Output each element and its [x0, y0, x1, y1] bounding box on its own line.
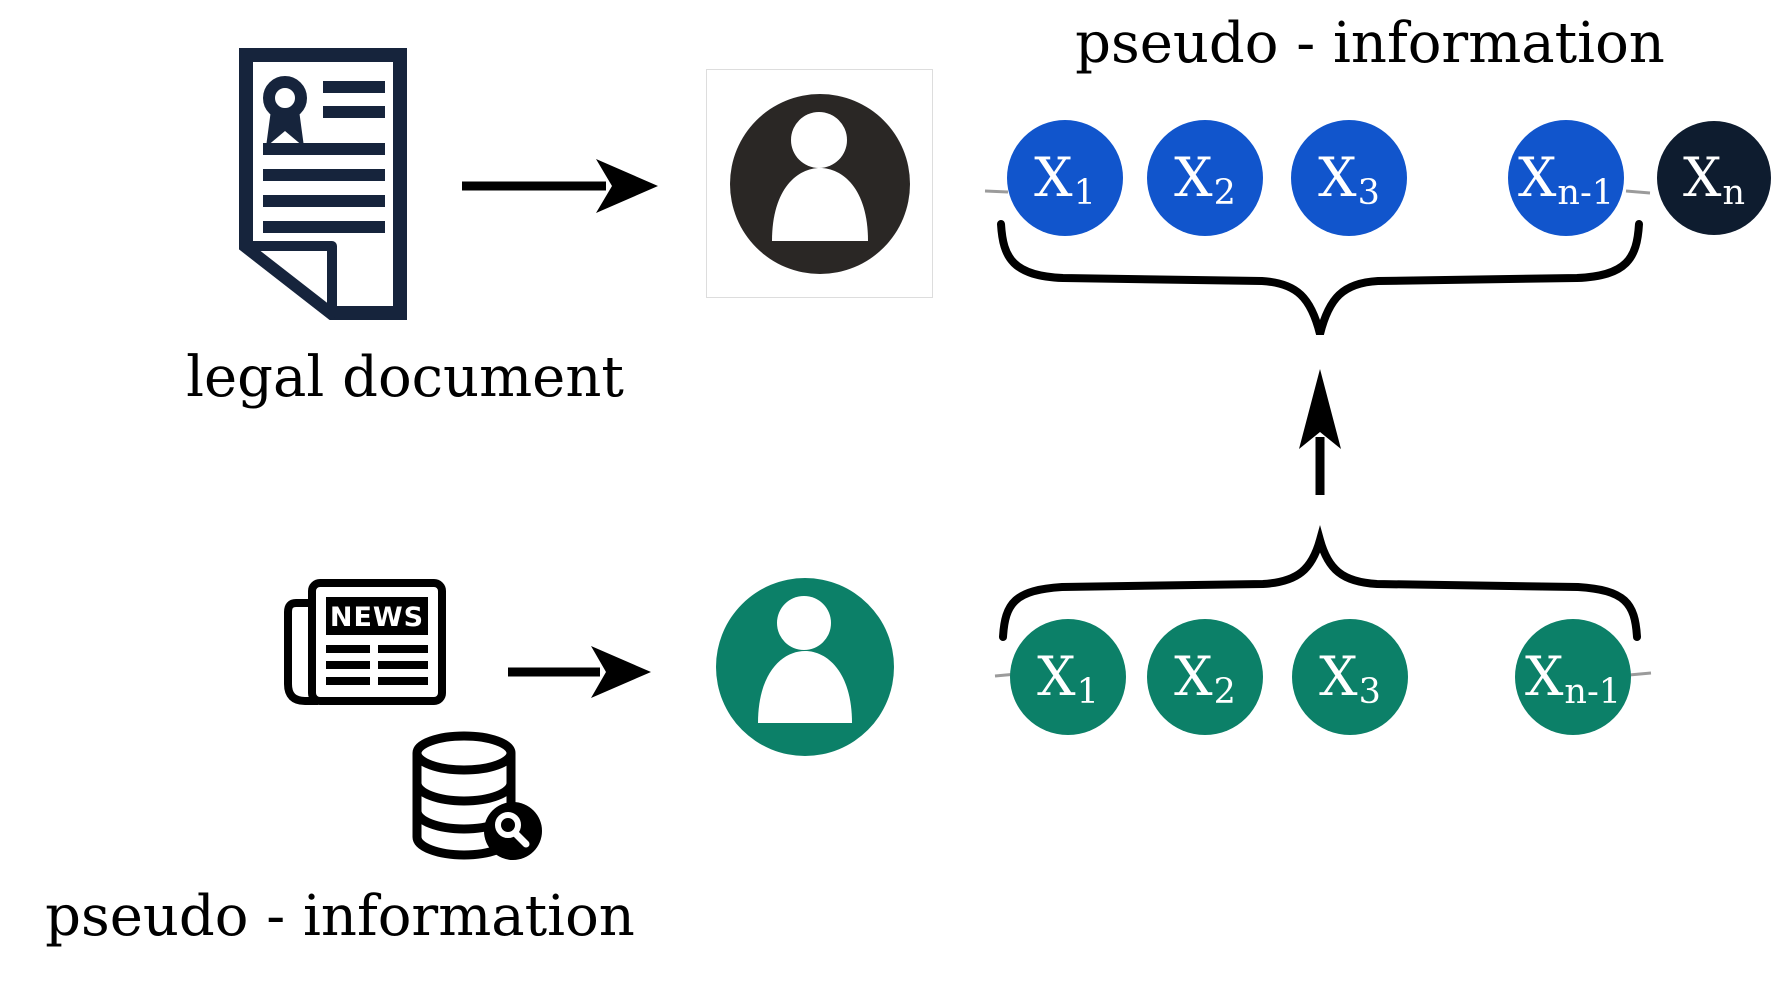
node-subscript: 3 — [1358, 671, 1381, 712]
node-subscript: 2 — [1213, 671, 1236, 712]
user-avatar-dark-icon — [706, 69, 933, 298]
newspaper-icon: NEWS — [284, 579, 446, 705]
overbrace — [999, 524, 1641, 641]
node-subscript: n-1 — [1557, 172, 1615, 213]
node-base: X — [1517, 146, 1557, 209]
node-base: X — [1034, 146, 1073, 209]
user-avatar-green-icon — [716, 578, 894, 756]
node-base: X — [1037, 645, 1076, 708]
ellipsis-dash — [1625, 189, 1651, 195]
legal-document-icon — [239, 48, 407, 320]
node-subscript: n — [1722, 172, 1745, 213]
news-headline: NEWS — [330, 602, 424, 633]
node-base: X — [1174, 645, 1213, 708]
ellipsis-dash — [1628, 671, 1652, 677]
node-subscript: n-1 — [1564, 671, 1622, 712]
node-base: X — [1174, 146, 1213, 209]
legal-document-label: legal document — [186, 345, 624, 410]
pseudo-information-title: pseudo - information — [1075, 11, 1665, 76]
node-subscript: 3 — [1357, 172, 1380, 213]
node-subscript: 2 — [1213, 172, 1236, 213]
database-search-icon — [412, 731, 542, 860]
person-silhouette — [730, 94, 910, 274]
node-subscript: 1 — [1076, 671, 1099, 712]
pseudo-information-label: pseudo - information — [45, 884, 635, 949]
node-base: X — [1318, 146, 1357, 209]
ellipsis-dash — [984, 189, 1009, 194]
underbrace — [997, 220, 1643, 335]
node-base: X — [1683, 146, 1722, 209]
arrow-right-icon — [462, 159, 658, 213]
node-base: X — [1319, 645, 1358, 708]
node-base: X — [1524, 645, 1564, 708]
arrow-up-icon — [1299, 369, 1341, 495]
arrow-right-icon — [508, 646, 651, 698]
node-subscript: 1 — [1073, 172, 1096, 213]
